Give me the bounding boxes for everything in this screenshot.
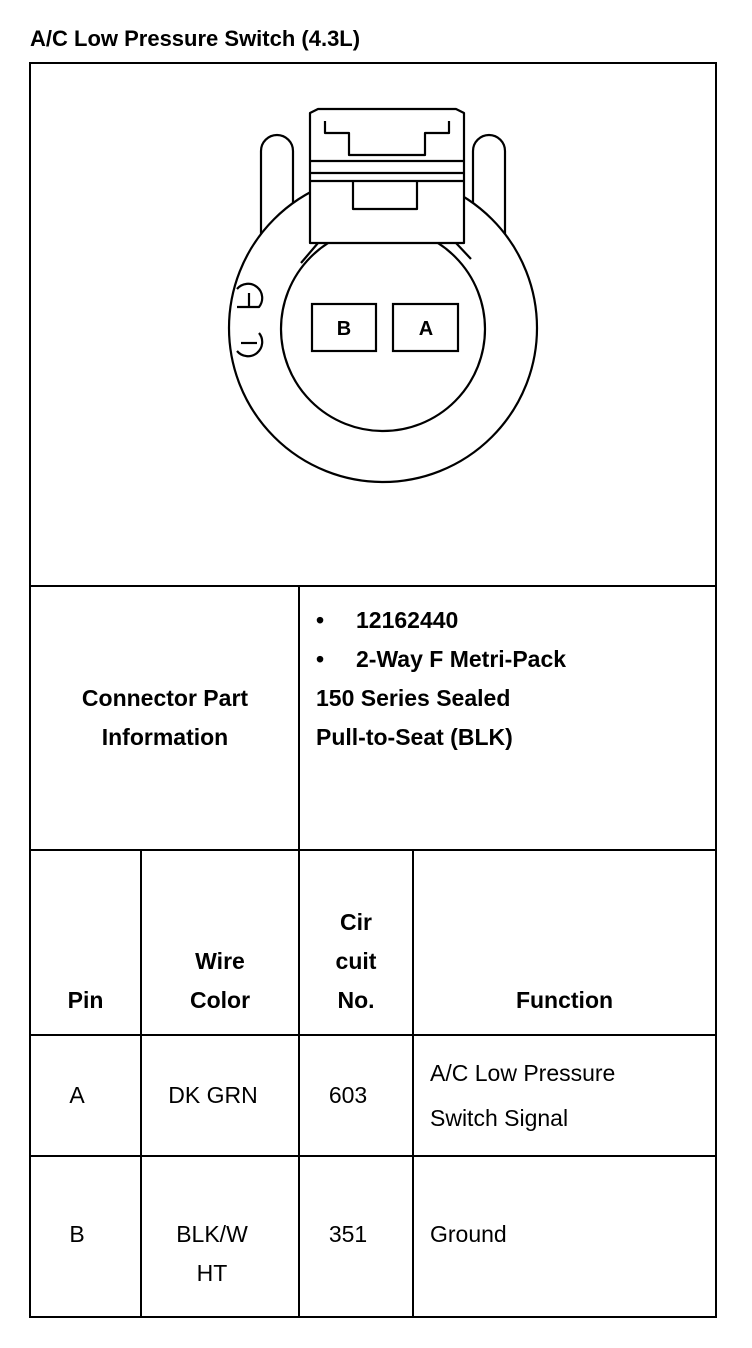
row-b-function: Ground [430, 1221, 507, 1247]
row-a-pin: A [69, 1082, 85, 1108]
divider-col-3 [412, 849, 414, 1318]
connector-face-drawing: B A [227, 107, 539, 484]
info-label-line1: Connector Part [81, 685, 249, 711]
info-label-line2: Information [101, 724, 229, 750]
header-wire-color: Wire Color [189, 948, 251, 1013]
divider-col-2 [298, 849, 300, 1318]
row-b-pin: B [69, 1221, 85, 1247]
row-a-function: A/C Low Pressure Switch Signal [430, 1060, 616, 1131]
cavity-b-label: B [337, 318, 351, 340]
divider-row-a [29, 1155, 717, 1157]
info-item-seat: Pull-to-Seat (BLK) [316, 724, 513, 750]
connector-part-info-label: Connector Part Information [31, 587, 299, 849]
divider-header [29, 1034, 717, 1036]
row-b-circuit: 351 [328, 1221, 368, 1247]
divider-col-1 [140, 849, 142, 1318]
page-title: A/C Low Pressure Switch (4.3L) [30, 26, 361, 51]
row-a-circuit: 603 [328, 1082, 368, 1108]
info-item-type: •2-Way F Metri-Pack [316, 646, 567, 672]
cavity-a-label: A [419, 318, 433, 340]
divider-diagram [29, 585, 717, 587]
connector-diagram: B A [31, 63, 715, 585]
header-function: Function [515, 987, 614, 1013]
info-item-part-number: •12162440 [316, 607, 459, 633]
divider-info-col [298, 585, 300, 851]
cavity-b [310, 302, 378, 353]
header-circuit-no: Cir cuit No. [335, 909, 377, 1013]
connector-part-info: •12162440 •2-Way F Metri-Pack 150 Series… [316, 601, 706, 757]
info-item-series: 150 Series Sealed [316, 685, 511, 711]
row-a-wire-color: DK GRN [168, 1082, 258, 1108]
header-pin: Pin [67, 987, 104, 1013]
divider-info [29, 849, 717, 851]
row-b-wire-color: BLK/W HT [176, 1221, 248, 1286]
cavity-a [391, 302, 460, 353]
table-frame [29, 62, 717, 1318]
lock-housing [308, 107, 466, 245]
